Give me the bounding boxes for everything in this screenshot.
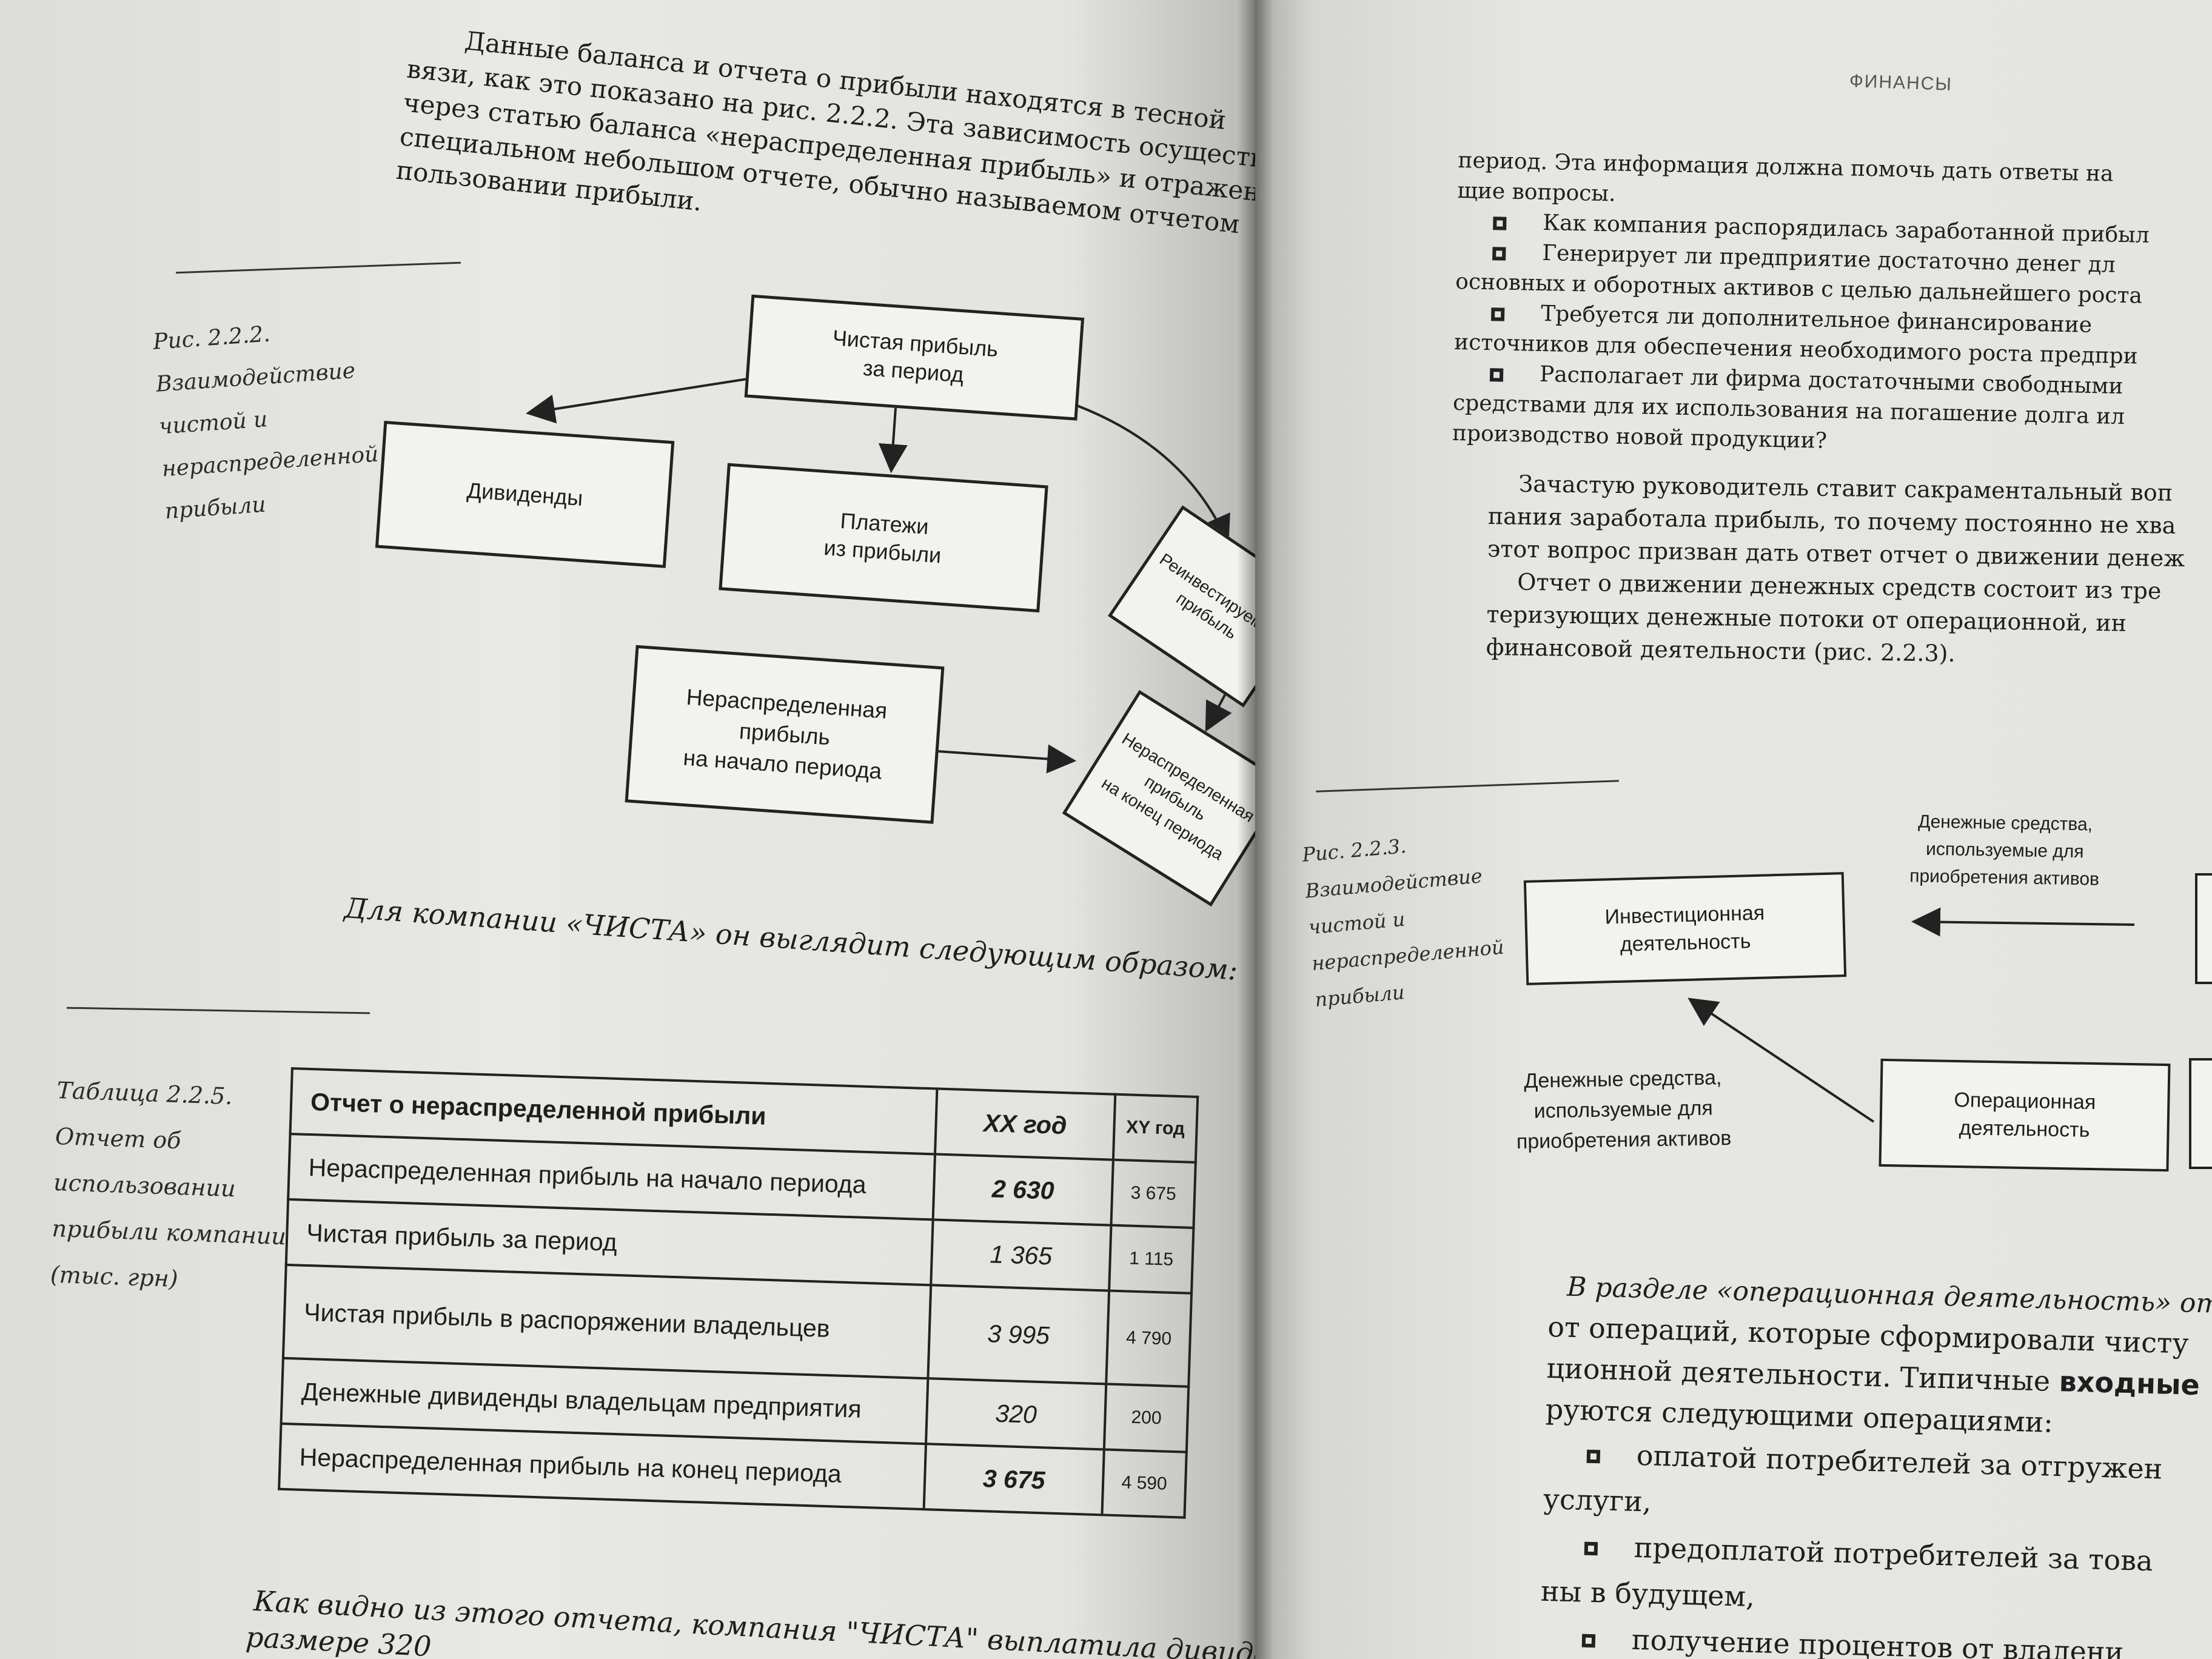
partial-box-top-right [2195,873,2212,984]
profit-table: Отчет о нераспределенной прибыли XX год … [278,1067,1199,1519]
bullet-icon [1581,1634,1596,1648]
box-line: Инвестиционная [1604,901,1765,928]
bullet-icon [1584,1541,1598,1556]
table-header-cell: XY год [1113,1094,1198,1162]
table-caption: Таблица 2.2.5. Отчет об использовании пр… [50,1067,292,1305]
row-value-xx: 3 675 [923,1444,1104,1515]
box-line: Операционная [1954,1088,2096,1114]
box-line: Дивиденды [466,477,584,511]
bullet-text: предоплатой потребителей за това [1634,1530,2154,1578]
diagram-arrows [1687,907,2135,1123]
row-value-xy: 4 790 [1106,1290,1192,1387]
bullet-icon [1586,1449,1601,1464]
caption-line: (тыс. грн) [50,1261,179,1293]
label-line: Денежные средства, [1524,1066,1722,1093]
text-fragment-bold: входные [2059,1365,2200,1402]
label-line: приобретения активов [1909,866,2100,890]
row-value-xx: 3 995 [928,1285,1110,1384]
row-value-xy: 1 115 [1109,1225,1194,1293]
arrow-operating-to-investing [1687,997,1875,1123]
right-page: ФИНАНСЫ период. Эта информация должна по… [1255,0,2212,1659]
label-line: приобретения активов [1516,1126,1732,1154]
profit-table-wrap: Отчет о нераспределенной прибыли XX год … [278,1067,1199,1519]
caption-line: Отчет об [55,1122,182,1155]
caption-line: Таблица 2.2.5. [56,1076,233,1110]
table-header-cell: XX год [935,1088,1116,1160]
box-line: деятельность [1620,929,1751,956]
label-line: используемые для [1533,1096,1714,1123]
label-line: используемые для [1925,839,2084,862]
left-page: Данные баланса и отчета о прибыли находя… [0,0,1255,1659]
dividends-box: Дивиденды [375,420,675,568]
retained-start-box: Нераспределенная прибыль на начало перио… [625,645,945,824]
cash-label-left: Денежные средства, используемые для прио… [1515,1062,1732,1157]
row-value-xy: 200 [1104,1384,1189,1452]
arrow-start-to-end [932,744,1077,774]
arrow-to-payments [878,407,908,474]
row-value-xy: 3 675 [1111,1159,1196,1228]
row-value-xx: 2 630 [933,1154,1113,1225]
caption-line: использовании [53,1168,236,1202]
caption-line: прибыли компании [51,1215,287,1250]
cash-label-top: Денежные средства, используемые для прио… [1909,808,2100,893]
row-value-xx: 320 [926,1378,1107,1450]
row-value-xy: 4 590 [1102,1449,1187,1518]
arrow-to-investing [1911,907,2135,937]
arrow-to-dividends [526,378,746,424]
label-line: Денежные средства, [1918,811,2093,835]
box-line: деятельность [1959,1116,2090,1142]
bullet-text: оплатой потребителей за отгружен [1636,1438,2163,1486]
bottom-text: В разделе «операционная деятельность» от… [1539,1267,2212,1659]
book-gutter [1237,0,1273,1659]
partial-box-mid-right [2189,1058,2212,1169]
row-value-xx: 1 365 [931,1219,1111,1291]
bullet-text: получение процентов от владени [1631,1623,2124,1659]
